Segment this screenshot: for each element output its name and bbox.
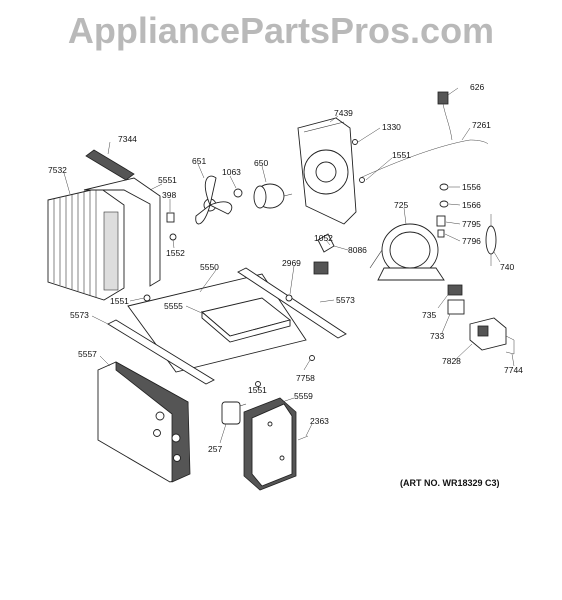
condenser-shroud <box>83 177 161 287</box>
relay-735 <box>447 284 463 296</box>
callout-7439: 7439 <box>334 108 353 118</box>
callout-740: 740 <box>500 262 514 272</box>
seal-strip <box>85 149 135 181</box>
callout-650: 650 <box>254 158 268 168</box>
grommet-1556 <box>439 183 449 191</box>
side-panel <box>243 397 297 491</box>
grommet-398 <box>166 212 175 223</box>
rail-right <box>237 267 347 339</box>
callout-1052: 1052 <box>314 233 333 243</box>
callout-1330: 1330 <box>382 122 401 132</box>
capacitor-box-7828 <box>469 317 507 351</box>
power-plug <box>437 91 453 141</box>
fan-motor <box>253 183 293 209</box>
screw-2363 <box>297 435 309 441</box>
callout-5550: 5550 <box>200 262 219 272</box>
callout-651: 651 <box>192 156 206 166</box>
screw-2969 <box>285 294 293 302</box>
callout-257: 257 <box>208 444 222 454</box>
fan-blade <box>195 175 233 225</box>
callout-5573-b: 5573 <box>70 310 89 320</box>
callout-1566: 1566 <box>462 200 481 210</box>
clip-7796 <box>437 229 445 238</box>
front-panel <box>97 361 191 483</box>
callout-7795: 7795 <box>462 219 481 229</box>
callout-1551-b: 1551 <box>110 296 129 306</box>
rail-left <box>107 319 215 385</box>
fan-nut <box>233 188 243 198</box>
screw-1551-bottom <box>255 381 261 387</box>
callout-735: 735 <box>422 310 436 320</box>
watermark: AppliancePartsPros.com <box>67 10 495 51</box>
callout-5559: 5559 <box>294 391 313 401</box>
relay-2969 <box>313 261 329 275</box>
callout-7261: 7261 <box>472 120 491 130</box>
callout-7344: 7344 <box>118 134 137 144</box>
screw-1330 <box>352 139 358 145</box>
screw-1551-top <box>359 177 365 183</box>
fan-bracket <box>297 117 357 225</box>
capacitor-257 <box>221 401 247 425</box>
base-pan <box>127 273 307 373</box>
callout-7532: 7532 <box>48 165 67 175</box>
callout-5573-a: 5573 <box>336 295 355 305</box>
callout-398: 398 <box>162 190 176 200</box>
screw-1551 <box>143 294 151 302</box>
screw-1552 <box>169 233 177 241</box>
screw-7758 <box>309 355 315 361</box>
callout-5551: 5551 <box>158 175 177 185</box>
callout-2969: 2969 <box>282 258 301 268</box>
callout-7744: 7744 <box>504 365 523 375</box>
callout-733: 733 <box>430 331 444 341</box>
callout-2363: 2363 <box>310 416 329 426</box>
compressor <box>369 223 445 281</box>
tubing <box>359 139 489 179</box>
callout-8086: 8086 <box>348 245 367 255</box>
condenser-coil <box>47 187 125 301</box>
callout-1551: 1551 <box>392 150 411 160</box>
callout-7796: 7796 <box>462 236 481 246</box>
callout-1556: 1556 <box>462 182 481 192</box>
grommet-1566 <box>439 200 449 208</box>
wire-7744 <box>505 335 515 355</box>
callout-1063: 1063 <box>222 167 241 177</box>
drier <box>485 214 497 266</box>
leader-lines <box>63 87 515 444</box>
callout-labels: 626 7439 1330 7261 7344 1551 651 1063 65… <box>48 82 523 454</box>
callout-1552: 1552 <box>166 248 185 258</box>
callout-626: 626 <box>470 82 484 92</box>
callout-7828: 7828 <box>442 356 461 366</box>
callout-7758: 7758 <box>296 373 315 383</box>
art-number: (ART NO. WR18329 C3) <box>400 478 500 488</box>
cover-733 <box>447 299 465 315</box>
callout-1551-c: 1551 <box>248 385 267 395</box>
sleeve-7795 <box>436 215 446 227</box>
callout-5557: 5557 <box>78 349 97 359</box>
callout-5555: 5555 <box>164 301 183 311</box>
callout-725: 725 <box>394 200 408 210</box>
